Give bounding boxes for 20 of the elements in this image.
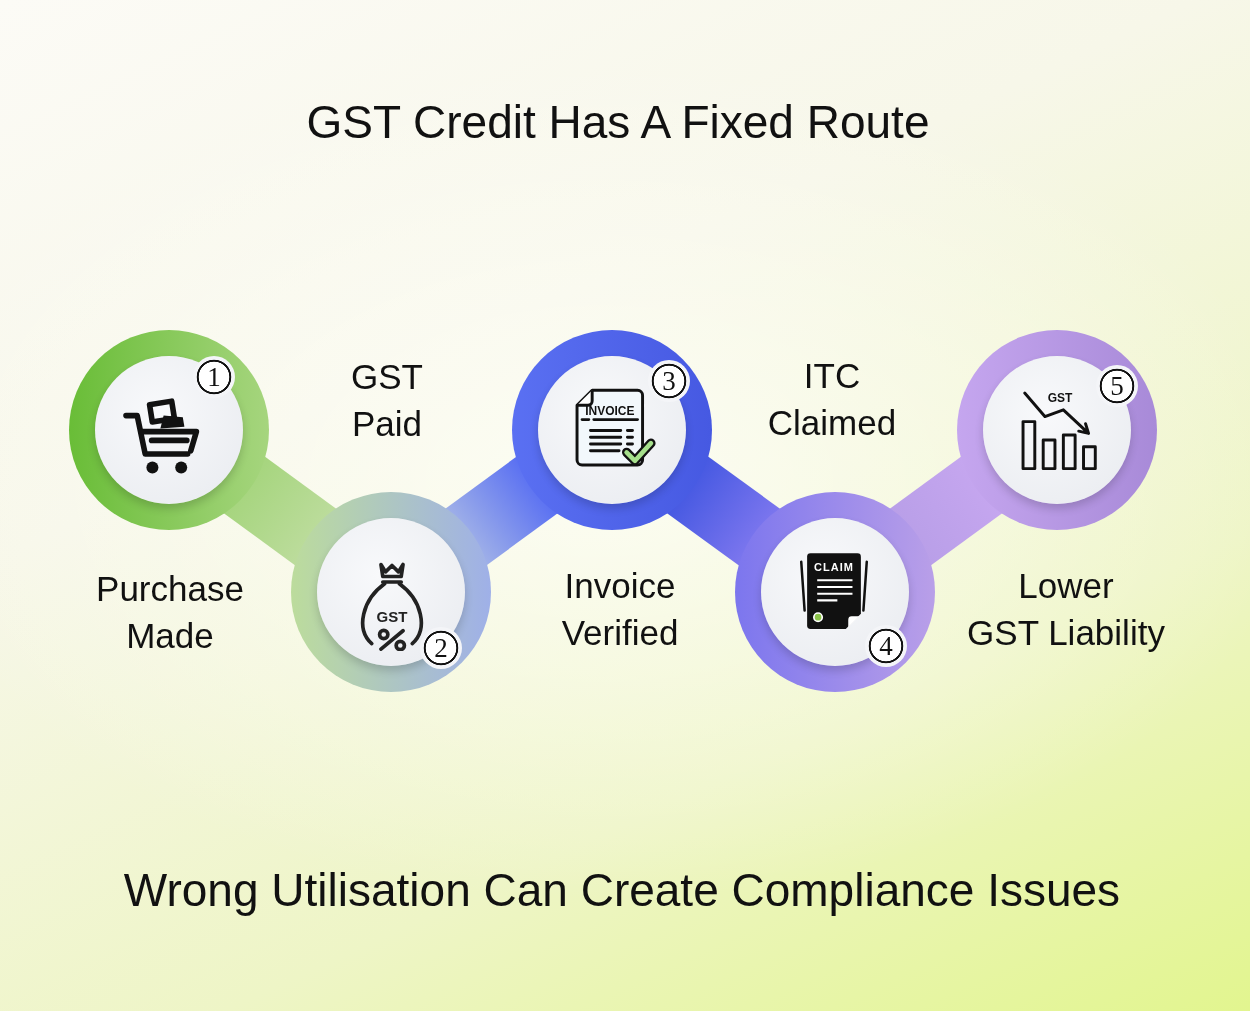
step-number: 5 xyxy=(1096,365,1138,407)
icon-text: GST xyxy=(376,608,408,624)
step-label: Invoice Verified xyxy=(561,565,679,654)
ribbon-connector xyxy=(666,456,781,566)
icon-text: GST xyxy=(1047,392,1073,405)
step-number: 1 xyxy=(193,356,235,398)
ribbon-connector xyxy=(889,456,1003,566)
icon-text: CLAIM xyxy=(814,561,854,573)
step-number: 3 xyxy=(648,360,690,402)
footer-text: Wrong Utilisation Can Create Compliance Issues xyxy=(123,863,1121,918)
ribbon-connector xyxy=(445,456,558,566)
step-label: Lower GST Liability xyxy=(967,565,1165,654)
step-label: GST Paid xyxy=(351,356,423,445)
step-label: Purchase Made xyxy=(96,568,244,657)
step-number: 2 xyxy=(420,627,462,669)
diagram-title: GST Credit Has A Fixed Route xyxy=(306,95,930,150)
step-label: ITC Claimed xyxy=(767,355,897,444)
ribbon-connector xyxy=(223,456,337,566)
icon-text: INVOICE xyxy=(585,405,635,418)
step-number: 4 xyxy=(865,625,907,667)
